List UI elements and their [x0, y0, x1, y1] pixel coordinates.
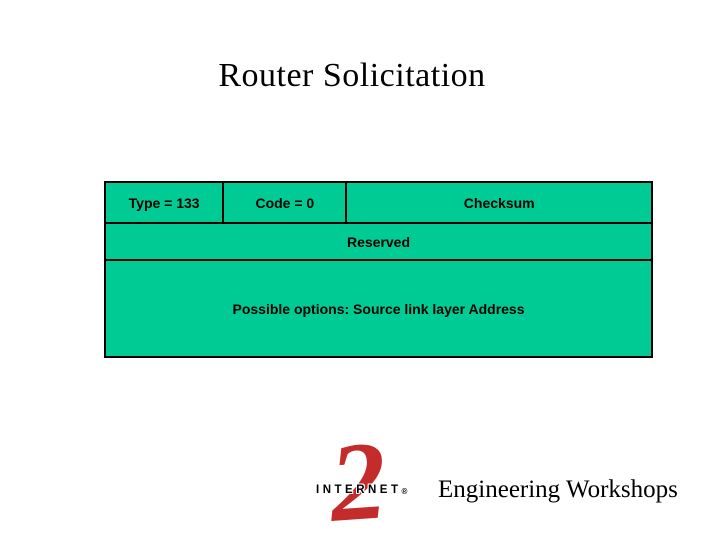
packet-row-3: Possible options: Source link layer Addr…: [106, 261, 651, 356]
packet-diagram: Type = 133 Code = 0 Checksum Reserved Po…: [104, 181, 653, 358]
field-type: Type = 133: [106, 183, 225, 222]
packet-row-2: Reserved: [106, 224, 651, 261]
internet2-wordmark-text: INTERNET: [316, 484, 402, 496]
field-code: Code = 0: [224, 183, 348, 222]
footer-text: Engineering Workshops: [438, 476, 678, 503]
internet2-logo: 2 INTERNET®: [316, 418, 446, 540]
internet2-wordmark: INTERNET®: [316, 484, 407, 496]
packet-row-1: Type = 133 Code = 0 Checksum: [106, 183, 651, 224]
field-options: Possible options: Source link layer Addr…: [106, 261, 651, 356]
page-title: Router Solicitation: [218, 57, 486, 94]
field-reserved: Reserved: [106, 224, 651, 259]
internet2-numeral-2: 2: [325, 418, 391, 540]
field-checksum: Checksum: [347, 183, 651, 222]
registered-trademark-icon: ®: [401, 487, 408, 496]
